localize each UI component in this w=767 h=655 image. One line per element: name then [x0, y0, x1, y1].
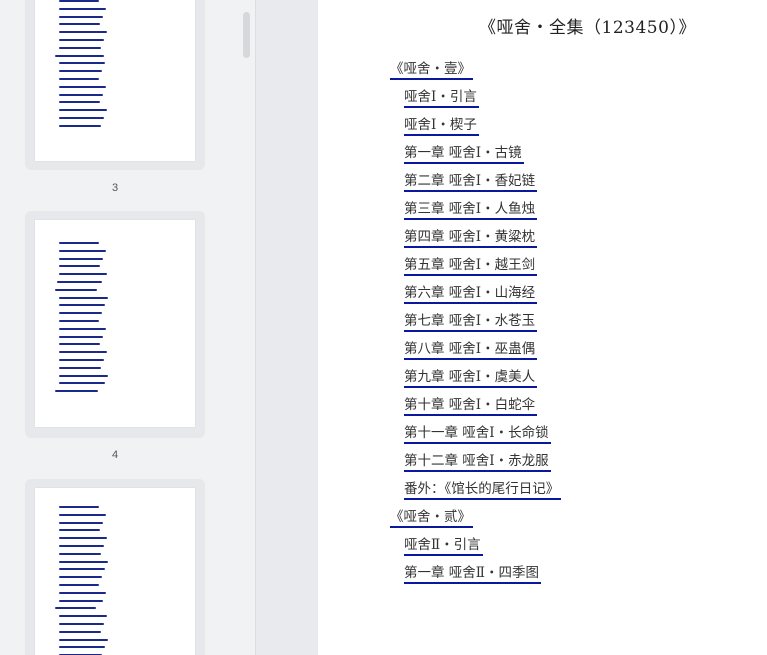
thumbnail-text-line [59, 101, 100, 104]
thumbnail-text-line [59, 513, 106, 516]
thumbnail-text-line [59, 576, 102, 579]
toc-chapter-link[interactable]: 第三章 哑舍Ⅰ・人鱼烛 [404, 201, 538, 220]
thumbnail-paper [35, 0, 195, 161]
thumbnail-sidebar[interactable]: 3 4 [0, 0, 256, 655]
thumbnail-text-line [59, 31, 107, 34]
thumbnail-text-line [59, 638, 108, 641]
thumbnail-text-line [59, 85, 106, 88]
thumbnail-text-line [59, 615, 107, 618]
toc-volume-link[interactable]: 《哑舍・贰》 [390, 509, 473, 528]
thumbnail-text-line [59, 374, 108, 377]
toc-chapter-link[interactable]: 哑舍Ⅰ・引言 [404, 89, 479, 108]
thumbnail-text-line [59, 552, 101, 555]
thumbnail-text-line [59, 117, 104, 119]
thumbnail-text-line [59, 327, 106, 330]
thumbnail-text-line [59, 506, 99, 508]
thumbnail-text-line [59, 78, 99, 80]
thumbnail-text-line [59, 242, 99, 244]
document-viewer[interactable]: 《哑舍・全集（123450）》 《哑舍・壹》哑舍Ⅰ・引言哑舍Ⅰ・楔子第一章 哑舍… [256, 0, 767, 655]
thumbnail-text-line [59, 265, 100, 268]
thumbnail-text-line [59, 537, 107, 540]
thumbnail-text-line [59, 304, 105, 307]
toc-chapter-link[interactable]: 第九章 哑舍Ⅰ・虞美人 [404, 369, 538, 388]
thumbnail-text-line [59, 320, 99, 322]
thumbnail-text-line [59, 335, 103, 338]
thumbnail-text-line [59, 23, 100, 26]
toc-chapter-link[interactable]: 番外：《馆长的尾行日记》 [404, 481, 562, 500]
thumbnail-text-line [59, 312, 102, 315]
thumbnail-text-line [59, 257, 103, 260]
thumbnail-text-line [59, 0, 99, 2]
toc-volume-link[interactable]: 《哑舍・壹》 [390, 61, 473, 80]
thumbnail-paper [35, 220, 195, 427]
thumbnail-text-line [59, 7, 106, 10]
thumbnail-text-line [59, 124, 101, 127]
thumbnail-text-line [59, 249, 106, 252]
thumbnail-text-line [59, 109, 107, 112]
thumbnail-text-line [55, 54, 104, 57]
toc-chapter-link[interactable]: 哑舍Ⅰ・楔子 [404, 117, 479, 136]
thumbnail-text-line [59, 630, 101, 633]
thumbnail-text-line [59, 39, 104, 41]
sidebar-scrollbar[interactable] [243, 12, 250, 58]
thumbnail-text-line [57, 281, 102, 283]
thumbnail-text-line [59, 359, 104, 361]
thumbnail-text-line [59, 560, 108, 563]
page-thumbnail-5[interactable] [25, 479, 205, 655]
thumbnail-text-line [59, 93, 103, 96]
page-thumbnail-3[interactable] [25, 0, 205, 170]
thumbnail-text-line [59, 62, 105, 65]
toc-chapter-link[interactable]: 哑舍Ⅱ・引言 [404, 537, 483, 556]
thumbnail-text-line [59, 70, 102, 73]
toc-chapter-link[interactable]: 第七章 哑舍Ⅰ・水苍玉 [404, 313, 538, 332]
toc-chapter-link[interactable]: 第五章 哑舍Ⅰ・越王剑 [404, 257, 538, 276]
thumbnail-text-line [59, 623, 104, 625]
toc-chapter-link[interactable]: 第一章 哑舍Ⅰ・古镜 [404, 145, 524, 164]
toc-chapter-link[interactable]: 第四章 哑舍Ⅰ・黄粱枕 [404, 229, 538, 248]
thumbnail-text-line [59, 646, 105, 649]
thumbnail-text-line [59, 591, 106, 594]
thumbnail-text-line [59, 296, 108, 299]
thumbnail-text-line [59, 366, 101, 369]
thumbnail-text-line [59, 382, 105, 385]
document-page: 《哑舍・全集（123450）》 《哑舍・壹》哑舍Ⅰ・引言哑舍Ⅰ・楔子第一章 哑舍… [318, 0, 767, 655]
thumbnail-text-line [55, 288, 97, 291]
thumbnail-text-line [59, 343, 100, 346]
toc-chapter-link[interactable]: 第十二章 哑舍Ⅰ・赤龙服 [404, 453, 551, 472]
thumbnail-text-line [59, 351, 107, 354]
page-number-label: 3 [111, 182, 119, 194]
document-title: 《哑舍・全集（123450）》 [479, 18, 696, 38]
toc-chapter-link[interactable]: 第十章 哑舍Ⅰ・白蛇伞 [404, 397, 538, 416]
toc-chapter-link[interactable]: 第十一章 哑舍Ⅰ・长命锁 [404, 425, 551, 444]
thumbnail-text-line [55, 390, 98, 393]
thumbnail-text-line [55, 607, 96, 610]
thumbnail-text-line [59, 599, 103, 602]
thumbnail-text-line [59, 46, 101, 49]
thumbnail-text-line [59, 273, 107, 276]
toc-chapter-link[interactable]: 第一章 哑舍Ⅱ・四季图 [404, 565, 541, 584]
toc-chapter-link[interactable]: 第六章 哑舍Ⅰ・山海经 [404, 285, 538, 304]
page-number-label: 4 [111, 449, 119, 461]
thumbnail-text-line [59, 545, 104, 547]
page-thumbnail-4[interactable] [25, 211, 205, 438]
thumbnail-paper [35, 488, 195, 655]
toc-chapter-link[interactable]: 第二章 哑舍Ⅰ・香妃链 [404, 173, 538, 192]
toc-chapter-link[interactable]: 第八章 哑舍Ⅰ・巫蛊偶 [404, 341, 538, 360]
thumbnail-text-line [59, 521, 103, 524]
thumbnail-text-line [59, 529, 100, 532]
thumbnail-text-line [59, 584, 99, 586]
thumbnail-text-line [59, 568, 105, 571]
thumbnail-text-line [59, 15, 103, 18]
